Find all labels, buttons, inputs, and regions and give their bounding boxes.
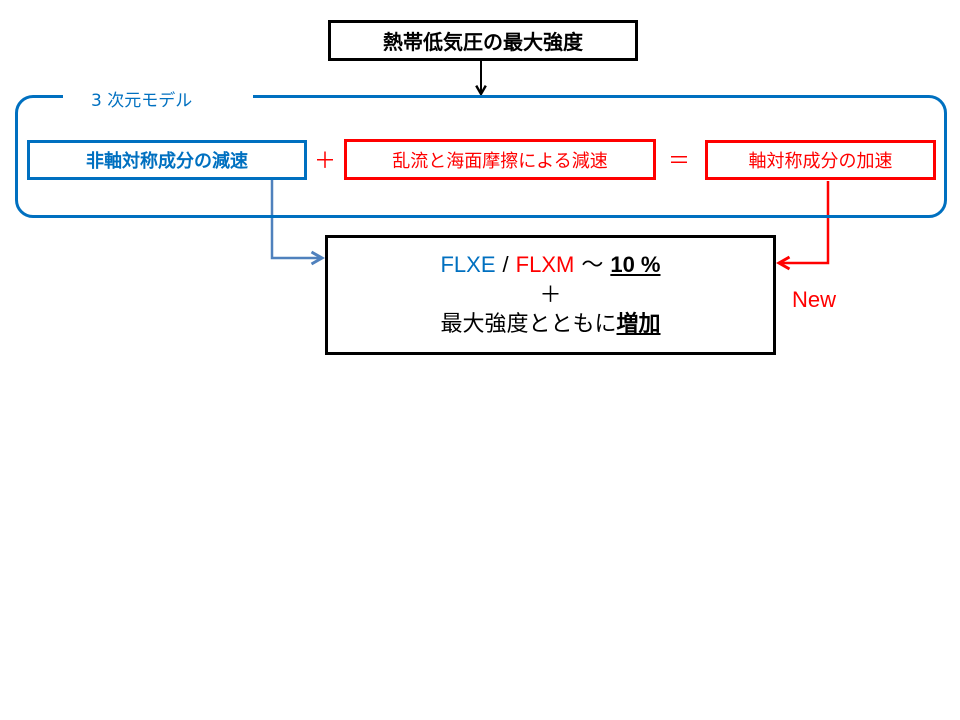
term-axisymmetric-acceleration: 軸対称成分の加速 — [705, 140, 936, 180]
increase-line: 最大強度とともに増加 — [440, 310, 660, 340]
term-label: 軸対称成分の加速 — [748, 151, 893, 172]
ratio-numerator: FLXE — [440, 251, 496, 277]
increase-prefix: 最大強度とともに — [440, 312, 617, 338]
3d-model-group — [15, 95, 947, 218]
term-label: 乱流と海面摩擦による減速 — [392, 150, 608, 172]
result-box: FLXE / FLXM 〜 10 % ＋ 最大強度とともに増加 — [325, 235, 776, 355]
plus-operator: ＋ — [313, 149, 336, 174]
term-asymmetric-deceleration: 非軸対称成分の減速 — [27, 140, 307, 180]
group-label-text: 3 次元モデル — [91, 90, 193, 111]
3d-model-group-label: 3 次元モデル — [63, 86, 253, 111]
ratio-slash: / — [502, 251, 509, 277]
approx-sign: 〜 — [581, 252, 604, 278]
new-annotation: New — [792, 287, 837, 312]
ratio-value: 10 % — [610, 251, 661, 277]
tc-max-intensity-box: 熱帯低気圧の最大強度 — [328, 20, 638, 61]
term-turbulence-friction-deceleration: 乱流と海面摩擦による減速 — [344, 139, 656, 180]
ratio-denominator: FLXM — [515, 251, 575, 277]
equals-operator: ＝ — [667, 149, 690, 174]
increase-emphasis: 増加 — [616, 312, 661, 338]
result-plus: ＋ — [539, 282, 562, 308]
term-label: 非軸対称成分の減速 — [86, 151, 248, 172]
ratio-line: FLXE / FLXM 〜 10 % — [440, 250, 660, 281]
tc-max-intensity-label: 熱帯低気圧の最大強度 — [383, 30, 583, 54]
